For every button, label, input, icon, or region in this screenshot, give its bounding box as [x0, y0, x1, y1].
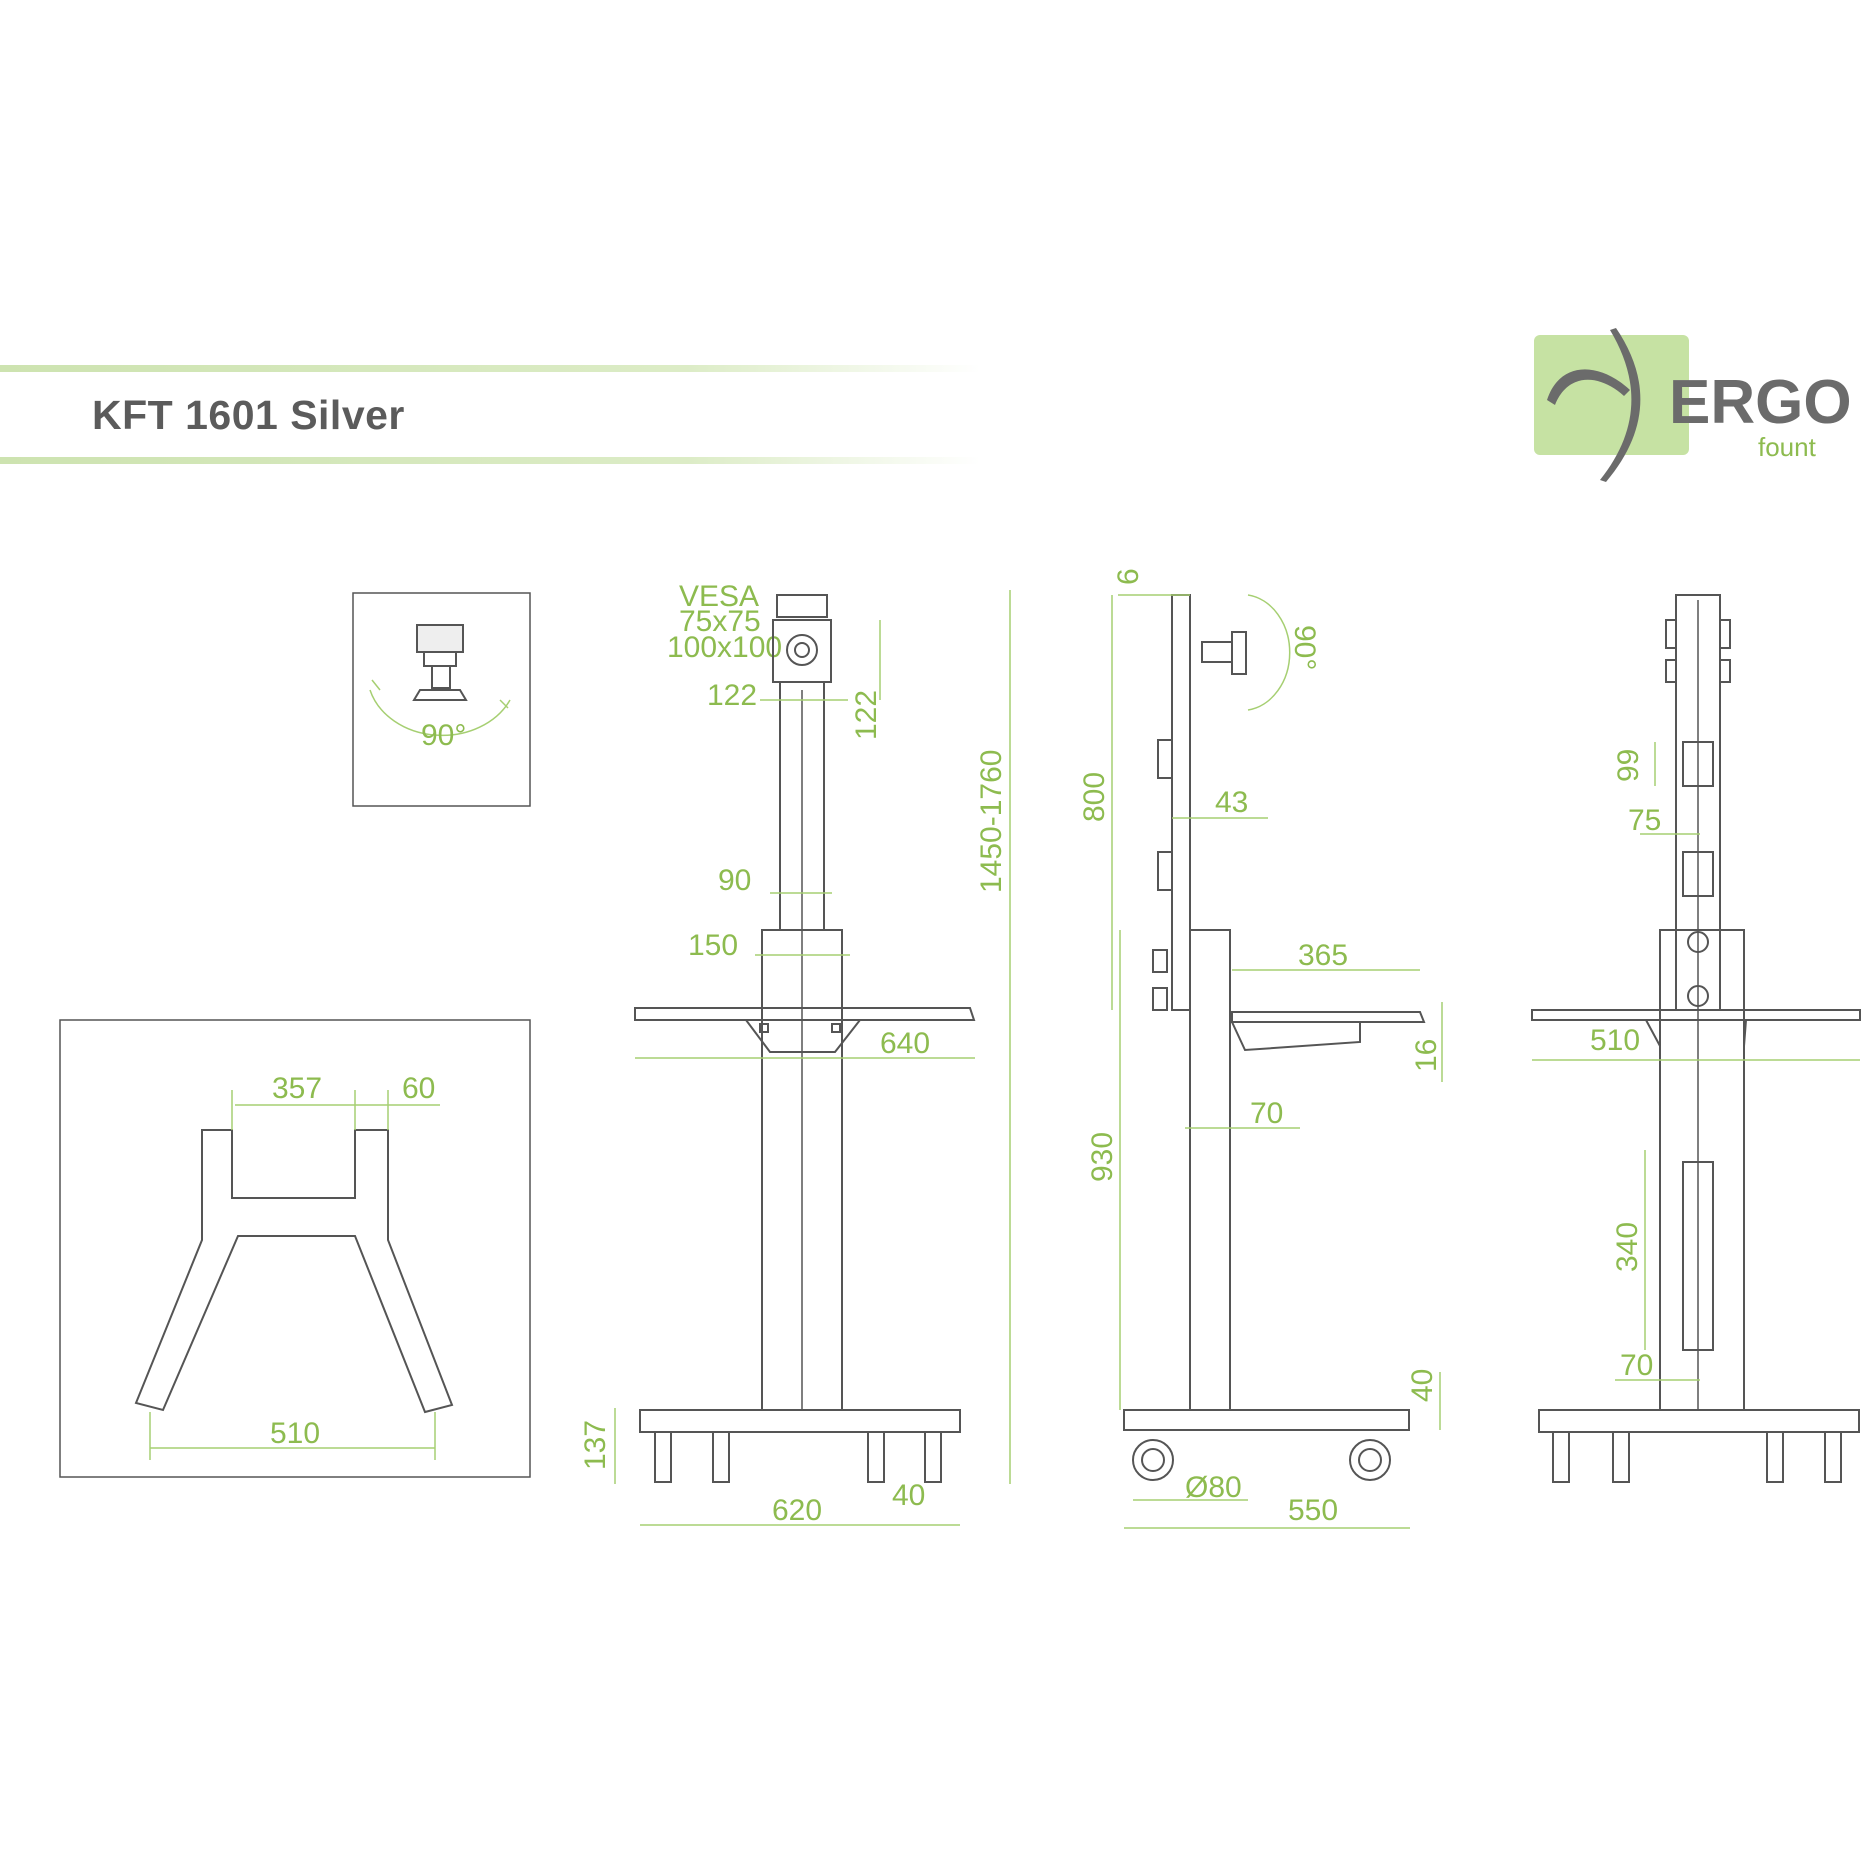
base-top-view: 357 60 510: [59, 1019, 531, 1478]
dim-60: 60: [402, 1072, 435, 1105]
vesa-plate: [772, 619, 832, 683]
dim-40-side: 40: [1406, 1369, 1439, 1402]
dim-137: 137: [579, 1420, 612, 1470]
dim-1450-1760: 1450-1760: [975, 750, 1008, 893]
side-mount: [1201, 641, 1233, 663]
header-band-bottom: [0, 457, 980, 464]
rear-column: [1659, 929, 1745, 1411]
dim-150: 150: [688, 929, 738, 962]
dim-930: 930: [1086, 1132, 1119, 1182]
rotation-detail: 90°: [352, 592, 531, 807]
dim-43: 43: [1215, 786, 1248, 819]
dim-800: 800: [1078, 772, 1111, 822]
dim-340: 340: [1611, 1222, 1644, 1272]
rear-clip-2: [1682, 851, 1714, 897]
dim-99: 99: [1612, 749, 1645, 782]
dim-510-shelf: 510: [1590, 1024, 1640, 1057]
dim-70-rear: 70: [1620, 1349, 1653, 1382]
side-column: [1189, 929, 1231, 1411]
ergofount-logo: ERGO fount: [1534, 328, 1852, 482]
base-outline: [134, 1129, 454, 1414]
dim-d80: Ø80: [1185, 1471, 1242, 1504]
rear-casters: [1552, 1431, 1842, 1483]
side-wheel-left: [1132, 1439, 1174, 1481]
dim-40-front: 40: [892, 1479, 925, 1512]
rear-shelf: [1531, 1009, 1861, 1021]
dim-620: 620: [772, 1494, 822, 1527]
dim-6: 6: [1112, 568, 1145, 585]
front-base: [639, 1409, 961, 1433]
vesa-label: VESA: [679, 580, 759, 613]
detail-head: [416, 624, 464, 653]
rear-base: [1538, 1409, 1860, 1433]
logo-subword: fount: [1758, 432, 1817, 462]
front-shelf-bracket: [744, 1019, 863, 1053]
rear-view: 99 75 510 340 70: [1531, 594, 1861, 1483]
header-band-top: [0, 365, 980, 372]
dim-75: 75: [1628, 804, 1661, 837]
logo-blade: [1600, 328, 1641, 482]
side-wheel-right: [1349, 1439, 1391, 1481]
vesa-small: 75x75: [679, 605, 761, 638]
logo-square: [1534, 335, 1689, 455]
detail-rotation-label: 90°: [421, 719, 466, 752]
dim-122-w: 122: [707, 679, 757, 712]
side-pole: [1171, 594, 1191, 1011]
dim-357: 357: [272, 1072, 322, 1105]
rear-clip-1: [1682, 741, 1714, 787]
side-rotation-label: 90°: [1288, 625, 1321, 670]
dim-122-h: 122: [850, 690, 883, 740]
dim-16: 16: [1410, 1039, 1443, 1072]
page-title: KFT 1601 Silver: [92, 392, 405, 438]
pole-cap: [776, 594, 828, 618]
front-shelf: [634, 1007, 976, 1021]
front-view: VESA 75x75 100x100 122 122 90: [579, 580, 1011, 1527]
front-casters: [654, 1431, 942, 1483]
dim-510-base: 510: [270, 1417, 320, 1450]
rear-cover: [1682, 1161, 1714, 1351]
side-view: 90° 6 800 43 365 16 70 930 40 Ø80 550: [1078, 568, 1443, 1529]
dim-90: 90: [718, 864, 751, 897]
dim-365: 365: [1298, 939, 1348, 972]
side-shelf: [1231, 1011, 1426, 1023]
dim-550: 550: [1288, 1494, 1338, 1527]
dim-640: 640: [880, 1027, 930, 1060]
dim-70-side: 70: [1250, 1097, 1283, 1130]
vesa-large: 100x100: [667, 631, 782, 664]
side-base: [1123, 1409, 1410, 1431]
logo-swoosh: [1547, 369, 1630, 405]
logo-word: ERGO: [1669, 368, 1852, 437]
